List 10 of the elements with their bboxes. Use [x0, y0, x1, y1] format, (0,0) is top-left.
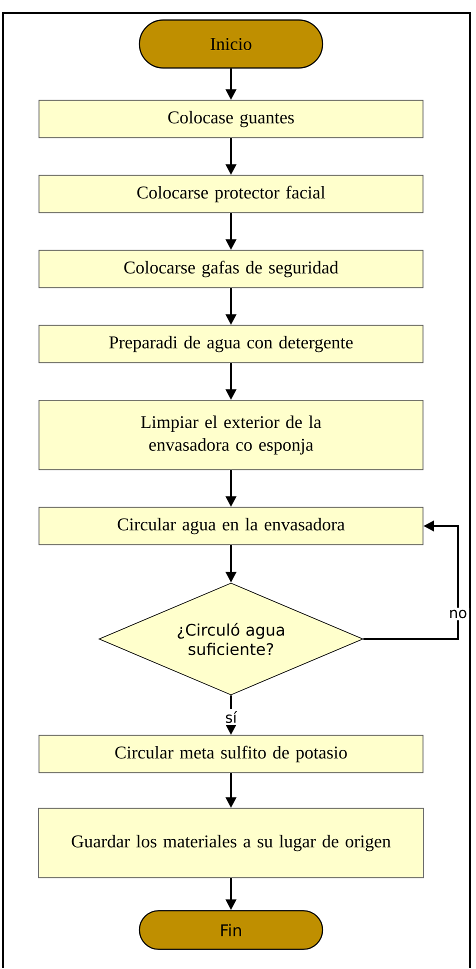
edge-label: sí: [223, 709, 239, 725]
process-box: Limpiar el exterior de la envasadora co esponja: [38, 400, 424, 470]
process-box: Preparadi de agua con detergente: [38, 324, 424, 364]
process-box: Guardar los materiales a su lugar de origen: [38, 808, 424, 878]
edge-label: no: [446, 608, 470, 620]
process-box: Circular agua en la envasadora: [38, 506, 424, 546]
process-box: Colocarse gafas de seguridad: [38, 250, 424, 288]
process-box: Colocase guantes: [38, 100, 424, 138]
process-box: Colocarse protector facial: [38, 174, 424, 214]
process-box: Circular meta sulfito de potasio: [38, 734, 424, 774]
